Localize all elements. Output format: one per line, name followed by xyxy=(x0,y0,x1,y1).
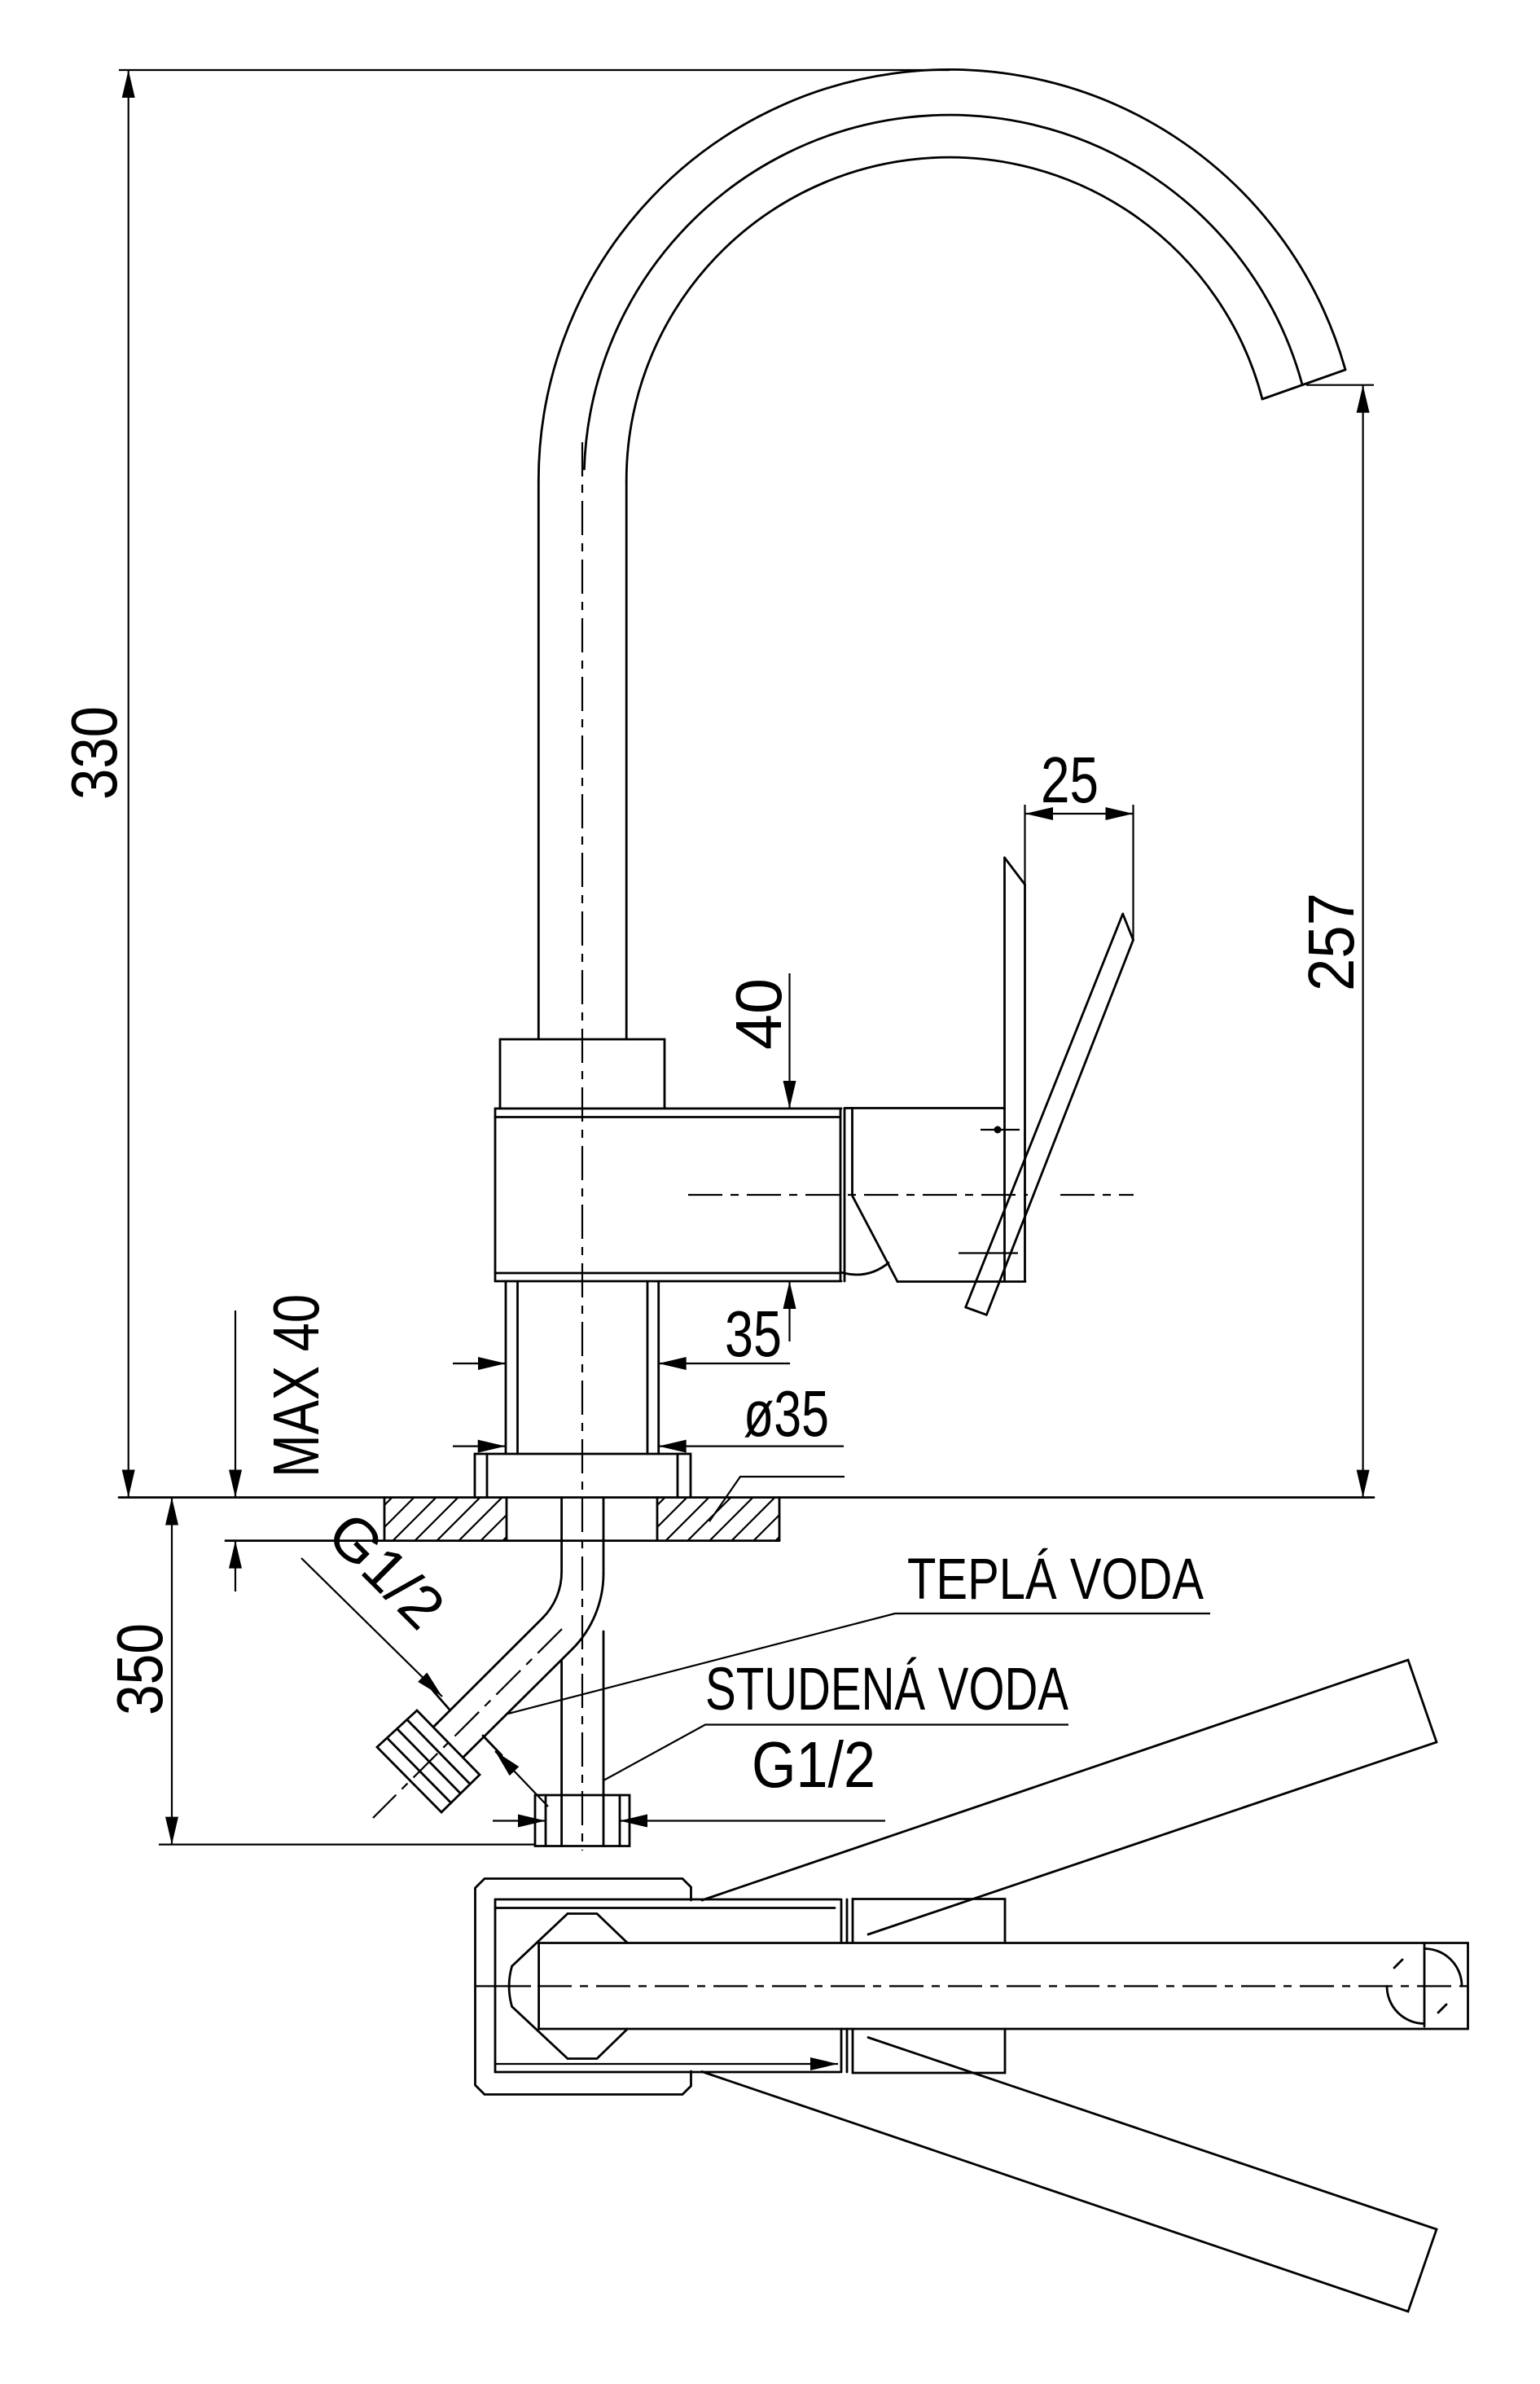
svg-text:TEPLÁ VODA: TEPLÁ VODA xyxy=(907,1548,1204,1612)
svg-text:35: 35 xyxy=(725,1297,782,1370)
svg-text:G1/2: G1/2 xyxy=(752,1728,875,1801)
svg-text:330: 330 xyxy=(58,706,130,800)
svg-text:STUDENÁ VODA: STUDENÁ VODA xyxy=(705,1655,1068,1723)
svg-text:350: 350 xyxy=(103,1623,176,1715)
svg-text:40: 40 xyxy=(722,978,795,1050)
svg-text:257: 257 xyxy=(1295,893,1367,991)
svg-text:ø35: ø35 xyxy=(744,1377,829,1450)
svg-text:MAX 40: MAX 40 xyxy=(260,1294,332,1477)
svg-text:25: 25 xyxy=(1041,744,1099,816)
